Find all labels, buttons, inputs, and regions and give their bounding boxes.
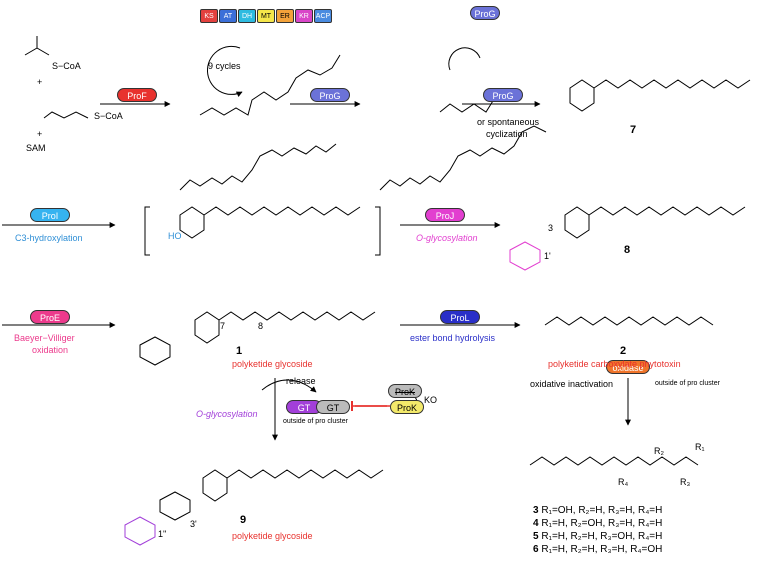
- label-r3: R₃: [680, 477, 691, 487]
- label-pos-3: 3: [548, 223, 554, 233]
- enzyme-prog-1: ProG: [310, 88, 350, 102]
- cycles-arrow: [206, 45, 243, 98]
- label-pos-8: 8: [258, 321, 264, 331]
- pks-domain-ks: KS: [200, 9, 218, 23]
- label-pos-3p: 3': [190, 519, 197, 529]
- pks-domain-mt: MT: [257, 9, 275, 23]
- pyrone-8: [564, 206, 590, 239]
- enzyme-proi: ProI: [30, 208, 70, 222]
- legend-row: 4 R₁=H, R₂=OH, R₃=H, R₄=H: [533, 517, 753, 530]
- label-spont-1: or spontaneous: [477, 117, 540, 127]
- label-ester-hydrolysis: ester bond hydrolysis: [410, 333, 496, 343]
- enzyme-prok-ko: ProK: [388, 384, 422, 398]
- legend-substituents: R₁=OH, R₂=H, R₃=H, R₄=H: [541, 505, 663, 516]
- pks-domain-dh: DH: [238, 9, 256, 23]
- legend-substituents: R₁=H, R₂=OH, R₃=H, R₄=H: [541, 518, 663, 529]
- label-pk-glycoside-2: polyketide glycoside: [232, 531, 313, 541]
- label-sam: SAM: [26, 143, 46, 153]
- pyrone-7: [569, 79, 595, 112]
- arrow-release: [261, 379, 317, 393]
- pks-domain-acp: ACP: [314, 9, 332, 23]
- label-outside-1: outside of pro cluster: [283, 418, 348, 425]
- pyrone-1: [194, 311, 220, 344]
- legend-compound-number: 3: [533, 505, 542, 516]
- compound-2: 2: [620, 345, 627, 357]
- legend-substituents: R₁=H, R₂=H, R₃=H, R₄=OH: [541, 544, 663, 555]
- label-plus-2: +: [37, 129, 43, 139]
- label-r1: R₁: [695, 442, 705, 452]
- legend-compound-number: 5: [533, 531, 542, 542]
- label-scoa-1: S−CoA: [52, 61, 81, 71]
- label-oxidative-inactivation: oxidative inactivation: [530, 379, 614, 389]
- label-ho: HO: [168, 231, 182, 241]
- legend-row: 6 R₁=H, R₂=H, R₃=H, R₄=OH: [533, 543, 753, 556]
- pks-domain-kr: KR: [295, 9, 313, 23]
- label-ko: KO: [424, 395, 438, 405]
- enzyme-prol: ProL: [440, 310, 480, 324]
- label-pk-glycoside-1: polyketide glycoside: [232, 359, 313, 369]
- enzyme-prok: ProK: [390, 400, 424, 414]
- label-pos-1p: 1': [544, 251, 551, 261]
- enzyme-gt-gray: GT: [316, 400, 350, 414]
- label-r4: R₄: [618, 477, 629, 487]
- label-c3-hydroxylation: C3-hydroxylation: [15, 233, 83, 243]
- legend-compound-number: 6: [533, 544, 542, 555]
- label-r2: R₂: [654, 446, 664, 456]
- enzyme-proe: ProE: [30, 310, 70, 324]
- legend-compound-number: 4: [533, 518, 542, 529]
- legend-row: 5 R₁=H, R₂=H, R₃=OH, R₄=H: [533, 530, 753, 543]
- label-plus-1: +: [37, 77, 43, 87]
- enzyme-oxidase: oxidase: [606, 360, 650, 374]
- legend-substituents: R₁=H, R₂=H, R₃=OH, R₄=H: [541, 531, 663, 542]
- pks-domain-er: ER: [276, 9, 294, 23]
- polyketide-chain-1: [199, 54, 341, 116]
- chain-3to6: [529, 456, 699, 466]
- polyketide-chain-2: [379, 125, 547, 191]
- label-oglyco-2: O-glycosylation: [196, 409, 258, 419]
- chain-2: [544, 316, 714, 326]
- enzyme-proj: ProJ: [425, 208, 465, 222]
- label-scoa-2: S−CoA: [94, 111, 123, 121]
- label-outside-2: outside of pro cluster: [655, 380, 720, 387]
- label-bv-1: Baeyer−Villiger: [14, 333, 75, 343]
- enzyme-prog-2: ProG: [470, 6, 500, 20]
- enzyme-prog-3: ProG: [483, 88, 523, 102]
- label-bv-2: oxidation: [32, 345, 69, 355]
- compound-9: 9: [240, 514, 247, 526]
- compound-1: 1: [236, 345, 243, 357]
- compound-7: 7: [630, 124, 637, 136]
- pyrone-9: [202, 469, 228, 502]
- pyrone-bracket: [179, 206, 205, 239]
- compound-8: 8: [624, 244, 631, 256]
- pks-domain-at: AT: [219, 9, 237, 23]
- label-pos-7: 7: [220, 321, 226, 331]
- enzyme-prof: ProF: [117, 88, 157, 102]
- label-cycles: 9 cycles: [208, 61, 241, 71]
- label-oglyco-1: O-glycosylation: [416, 233, 478, 243]
- label-pos-1pp: 1'': [158, 529, 167, 539]
- label-spont-2: cyclization: [486, 129, 528, 139]
- label-pk-carboxylate: polyketide carboxylate phytotoxin: [548, 359, 681, 369]
- legend-row: 3 R₁=OH, R₂=H, R₃=H, R₄=H: [533, 504, 753, 517]
- enzyme-gt-purple: GT: [286, 400, 322, 414]
- label-release: release: [286, 376, 316, 386]
